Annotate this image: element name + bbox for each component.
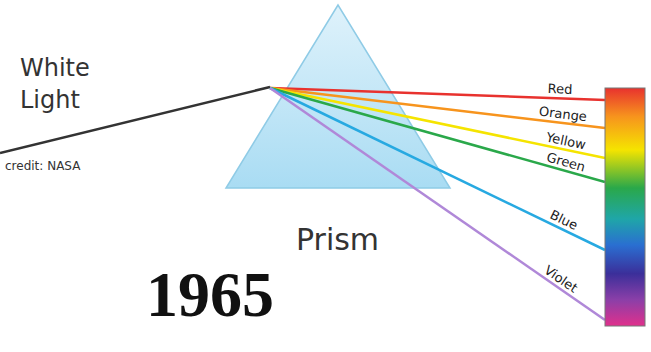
spectrum-bar [605,88,645,326]
light-source-label: White Light [20,52,100,116]
violet-ray [270,88,605,320]
color-label: Green [544,150,589,174]
year-label: 1965 [146,258,274,332]
color-label: Red [546,82,575,96]
color-label: Violet [541,262,582,296]
color-label: Orange [536,104,589,123]
color-label: Yellow [543,130,589,152]
credit-note: credit: NASA [5,159,80,173]
spectrum-rays [270,88,605,320]
prism-label: Prism [296,222,379,257]
color-label: Blue [546,207,581,233]
